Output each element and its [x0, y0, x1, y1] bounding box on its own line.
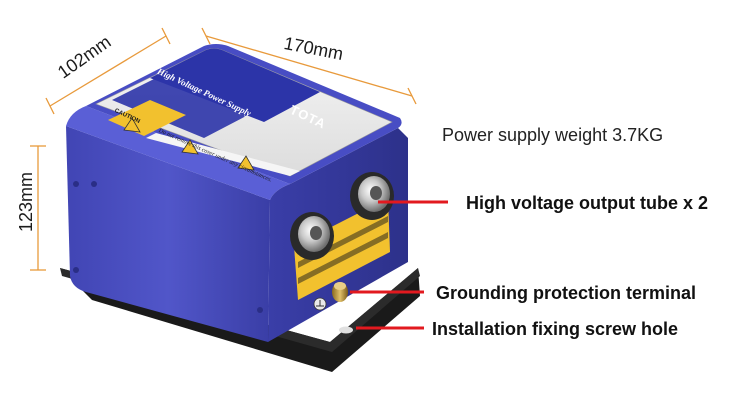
front-rivets: [73, 181, 263, 313]
screw-hole: [339, 326, 353, 334]
output-tube-connector: [350, 172, 394, 220]
case-front-edge: [66, 106, 290, 200]
callout-output-tube: High voltage output tube x 2: [466, 193, 708, 213]
callout-weight: Power supply weight 3.7KG: [442, 125, 664, 145]
output-tube-connector: [290, 212, 334, 260]
dimension-height: 123mm: [16, 171, 36, 232]
warning-triangle-icon: [123, 117, 141, 133]
grounding-terminal: [332, 282, 348, 302]
dimension-lines: [30, 27, 417, 271]
warning-triangle-icon: [181, 139, 199, 155]
side-warning-label: [294, 198, 390, 300]
callout-grounding: Grounding protection terminal: [436, 283, 696, 303]
callout-pointers: [350, 200, 448, 330]
case-front-face: [66, 126, 270, 342]
ground-symbol-icon: [313, 297, 327, 311]
callout-screw-hole: Installation fixing screw hole: [432, 319, 679, 339]
top-label: [95, 48, 393, 177]
warning-triangle-icon: [237, 155, 255, 171]
